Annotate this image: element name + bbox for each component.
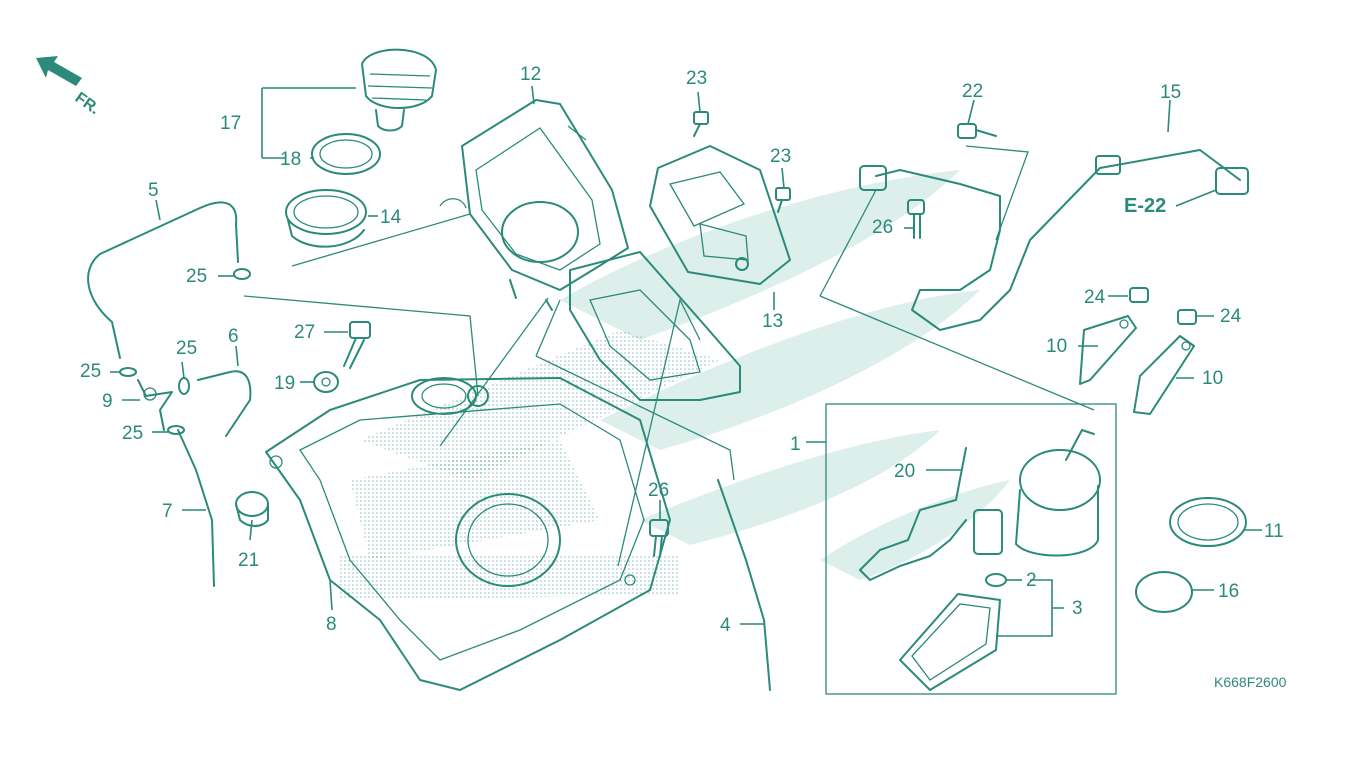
bracket-10-left (1079, 315, 1137, 385)
callout-leaders (110, 85, 1262, 637)
callout-19: 19 (274, 373, 295, 394)
bolt-26-upper (907, 199, 925, 239)
o-ring-16 (1135, 571, 1193, 613)
fuel-pump-20 (859, 429, 1101, 581)
callout-25-left: 25 (80, 361, 101, 382)
three-way-joint-9 (137, 379, 173, 431)
clip-25-top (233, 268, 251, 280)
callout-15: 15 (1160, 82, 1181, 103)
drawing-code: K668F2600 (1214, 674, 1287, 690)
callout-2: 2 (1026, 570, 1037, 591)
seal-11 (1169, 497, 1247, 547)
callout-numbers: 1 2 3 4 5 6 7 8 9 10 10 11 12 13 14 15 1… (80, 64, 1284, 636)
bracket-10-right (1133, 335, 1195, 415)
screw-23-b (775, 187, 791, 213)
callout-23-b: 23 (770, 146, 791, 167)
hose-6 (197, 370, 252, 437)
callout-25-top: 25 (186, 266, 207, 287)
front-direction-arrow-icon (36, 56, 82, 86)
gasket-14 (285, 189, 367, 248)
callout-16: 16 (1218, 581, 1239, 602)
callout-12: 12 (520, 64, 541, 85)
clip-25-mid (178, 377, 190, 395)
gasket-18 (311, 133, 381, 175)
callout-24-right: 24 (1220, 306, 1242, 327)
callout-21: 21 (238, 550, 259, 571)
callout-10-right: 10 (1202, 368, 1223, 389)
callout-18: 18 (280, 149, 301, 170)
nut-24-right (1177, 309, 1197, 325)
callout-14: 14 (380, 207, 402, 228)
assembly-guide-lines (243, 145, 1095, 567)
clip-25-low (167, 425, 185, 435)
o-ring-2 (985, 573, 1007, 587)
callout-1: 1 (790, 434, 801, 455)
fuel-pump-kit-box (825, 403, 1117, 695)
center-bracket-13 (569, 145, 791, 401)
hose-5 (87, 201, 239, 359)
reference-label-e22: E-22 (1124, 195, 1166, 217)
callout-13: 13 (762, 311, 783, 332)
callout-9: 9 (102, 391, 113, 412)
pump-base-3 (899, 593, 1001, 691)
callout-4: 4 (720, 615, 731, 636)
callout-7: 7 (162, 501, 173, 522)
watermark-logo (560, 170, 1010, 580)
bolt-26-tank (649, 519, 669, 557)
direction-label: FR. (72, 89, 103, 118)
callout-11: 11 (1264, 521, 1284, 542)
fuel-cap (361, 48, 437, 132)
callout-3: 3 (1072, 598, 1083, 619)
callout-22: 22 (962, 81, 983, 102)
callout-5: 5 (148, 180, 159, 201)
callout-24-left: 24 (1084, 287, 1106, 308)
upper-cover-12 (439, 99, 629, 311)
callout-26-tank: 26 (648, 480, 669, 501)
callout-23-a: 23 (686, 68, 707, 89)
bolt-22 (957, 123, 997, 139)
clip-25-left (119, 367, 137, 377)
hose-7 (177, 429, 215, 587)
wire-harness-15 (859, 149, 1249, 331)
callout-27: 27 (294, 322, 315, 343)
callout-26-upper: 26 (872, 217, 893, 238)
callout-25-low: 25 (122, 423, 143, 444)
callout-8: 8 (326, 614, 337, 635)
callout-25-mid: 25 (176, 338, 197, 359)
callout-17: 17 (220, 113, 241, 134)
bolt-27 (343, 321, 371, 369)
screw-23-a (693, 111, 709, 137)
callout-6: 6 (228, 326, 239, 347)
nut-24-left (1129, 287, 1149, 303)
callout-20: 20 (894, 461, 915, 482)
callout-10-left: 10 (1046, 336, 1067, 357)
grommet-19 (313, 371, 339, 393)
hose-4 (717, 479, 771, 691)
fuel-tank-8 (265, 377, 671, 691)
grommet-21 (235, 491, 269, 527)
